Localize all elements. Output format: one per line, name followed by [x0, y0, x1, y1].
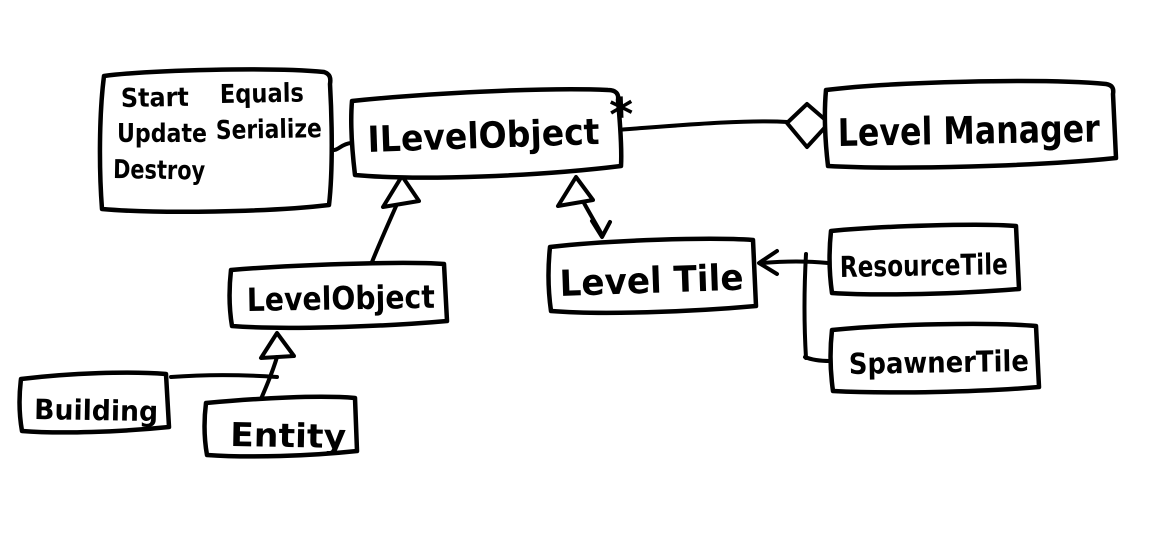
ilevelobject-box: [348, 87, 624, 180]
inheritance-triangle-icon-levelobject: [259, 331, 296, 360]
edges: [169, 102, 832, 401]
levelobject-box: [227, 260, 450, 331]
method-label-equals: Equals: [220, 79, 305, 110]
edge-aggregation-line: [614, 119, 789, 132]
spawnertile-label: SpawnerTile: [849, 344, 1030, 381]
aggregation-diamond-icon: [785, 102, 831, 149]
spawnertile-box: [828, 321, 1042, 395]
entity-label: Entity: [230, 415, 347, 456]
arrowhead-down-icon: [590, 219, 612, 239]
node-spawnertile: SpawnerTile: [828, 321, 1042, 395]
edge-entity-to-levelobject: [259, 355, 279, 401]
node-building: Building: [17, 370, 172, 435]
edge-branch-vertical: [802, 252, 808, 360]
node-resourcetile: ResourceTile: [827, 222, 1022, 297]
resourcetile-label: ResourceTile: [840, 247, 1009, 284]
leveltile-label: Level Tile: [559, 258, 744, 305]
inheritance-triangle-icon-left: [381, 174, 421, 209]
aggregation-multiplicity-label: *: [608, 87, 634, 142]
interface-methods-box: [97, 67, 334, 215]
leveltile-box: [546, 236, 759, 316]
node-levelmanager: Level Manager: [822, 78, 1119, 170]
method-label-destroy: Destroy: [113, 155, 206, 187]
method-label-update: Update: [117, 119, 207, 149]
edge-levelobject-to-ilevelobject: [370, 202, 399, 264]
building-label: Building: [34, 393, 159, 428]
levelmanager-box: [822, 78, 1119, 170]
ilevelobject-label: ILevelObject: [367, 112, 600, 161]
edge-resourcetile-to-leveltile: [760, 259, 830, 265]
levelobject-label: LevelObject: [246, 278, 435, 319]
method-label-start: Start: [121, 83, 190, 114]
levelmanager-label: Level Manager: [837, 106, 1100, 155]
resourcetile-box: [827, 222, 1022, 297]
arrowhead-left-icon: [757, 249, 779, 276]
node-leveltile: Level Tile: [546, 236, 759, 316]
node-ilevelobject: ILevelObject *: [348, 87, 634, 180]
node-interface-methods: Start Equals Update Serialize Destroy: [97, 67, 334, 215]
node-levelobject: LevelObject: [227, 260, 450, 331]
method-label-serialize: Serialize: [216, 114, 323, 146]
entity-box: [202, 394, 360, 459]
node-entity: Entity: [202, 394, 360, 459]
edge-building-to-levelobject: [169, 373, 279, 379]
building-box: [17, 370, 172, 435]
edge-branch-to-spawnertile: [803, 355, 832, 363]
inheritance-triangle-icon-right: [556, 175, 595, 208]
